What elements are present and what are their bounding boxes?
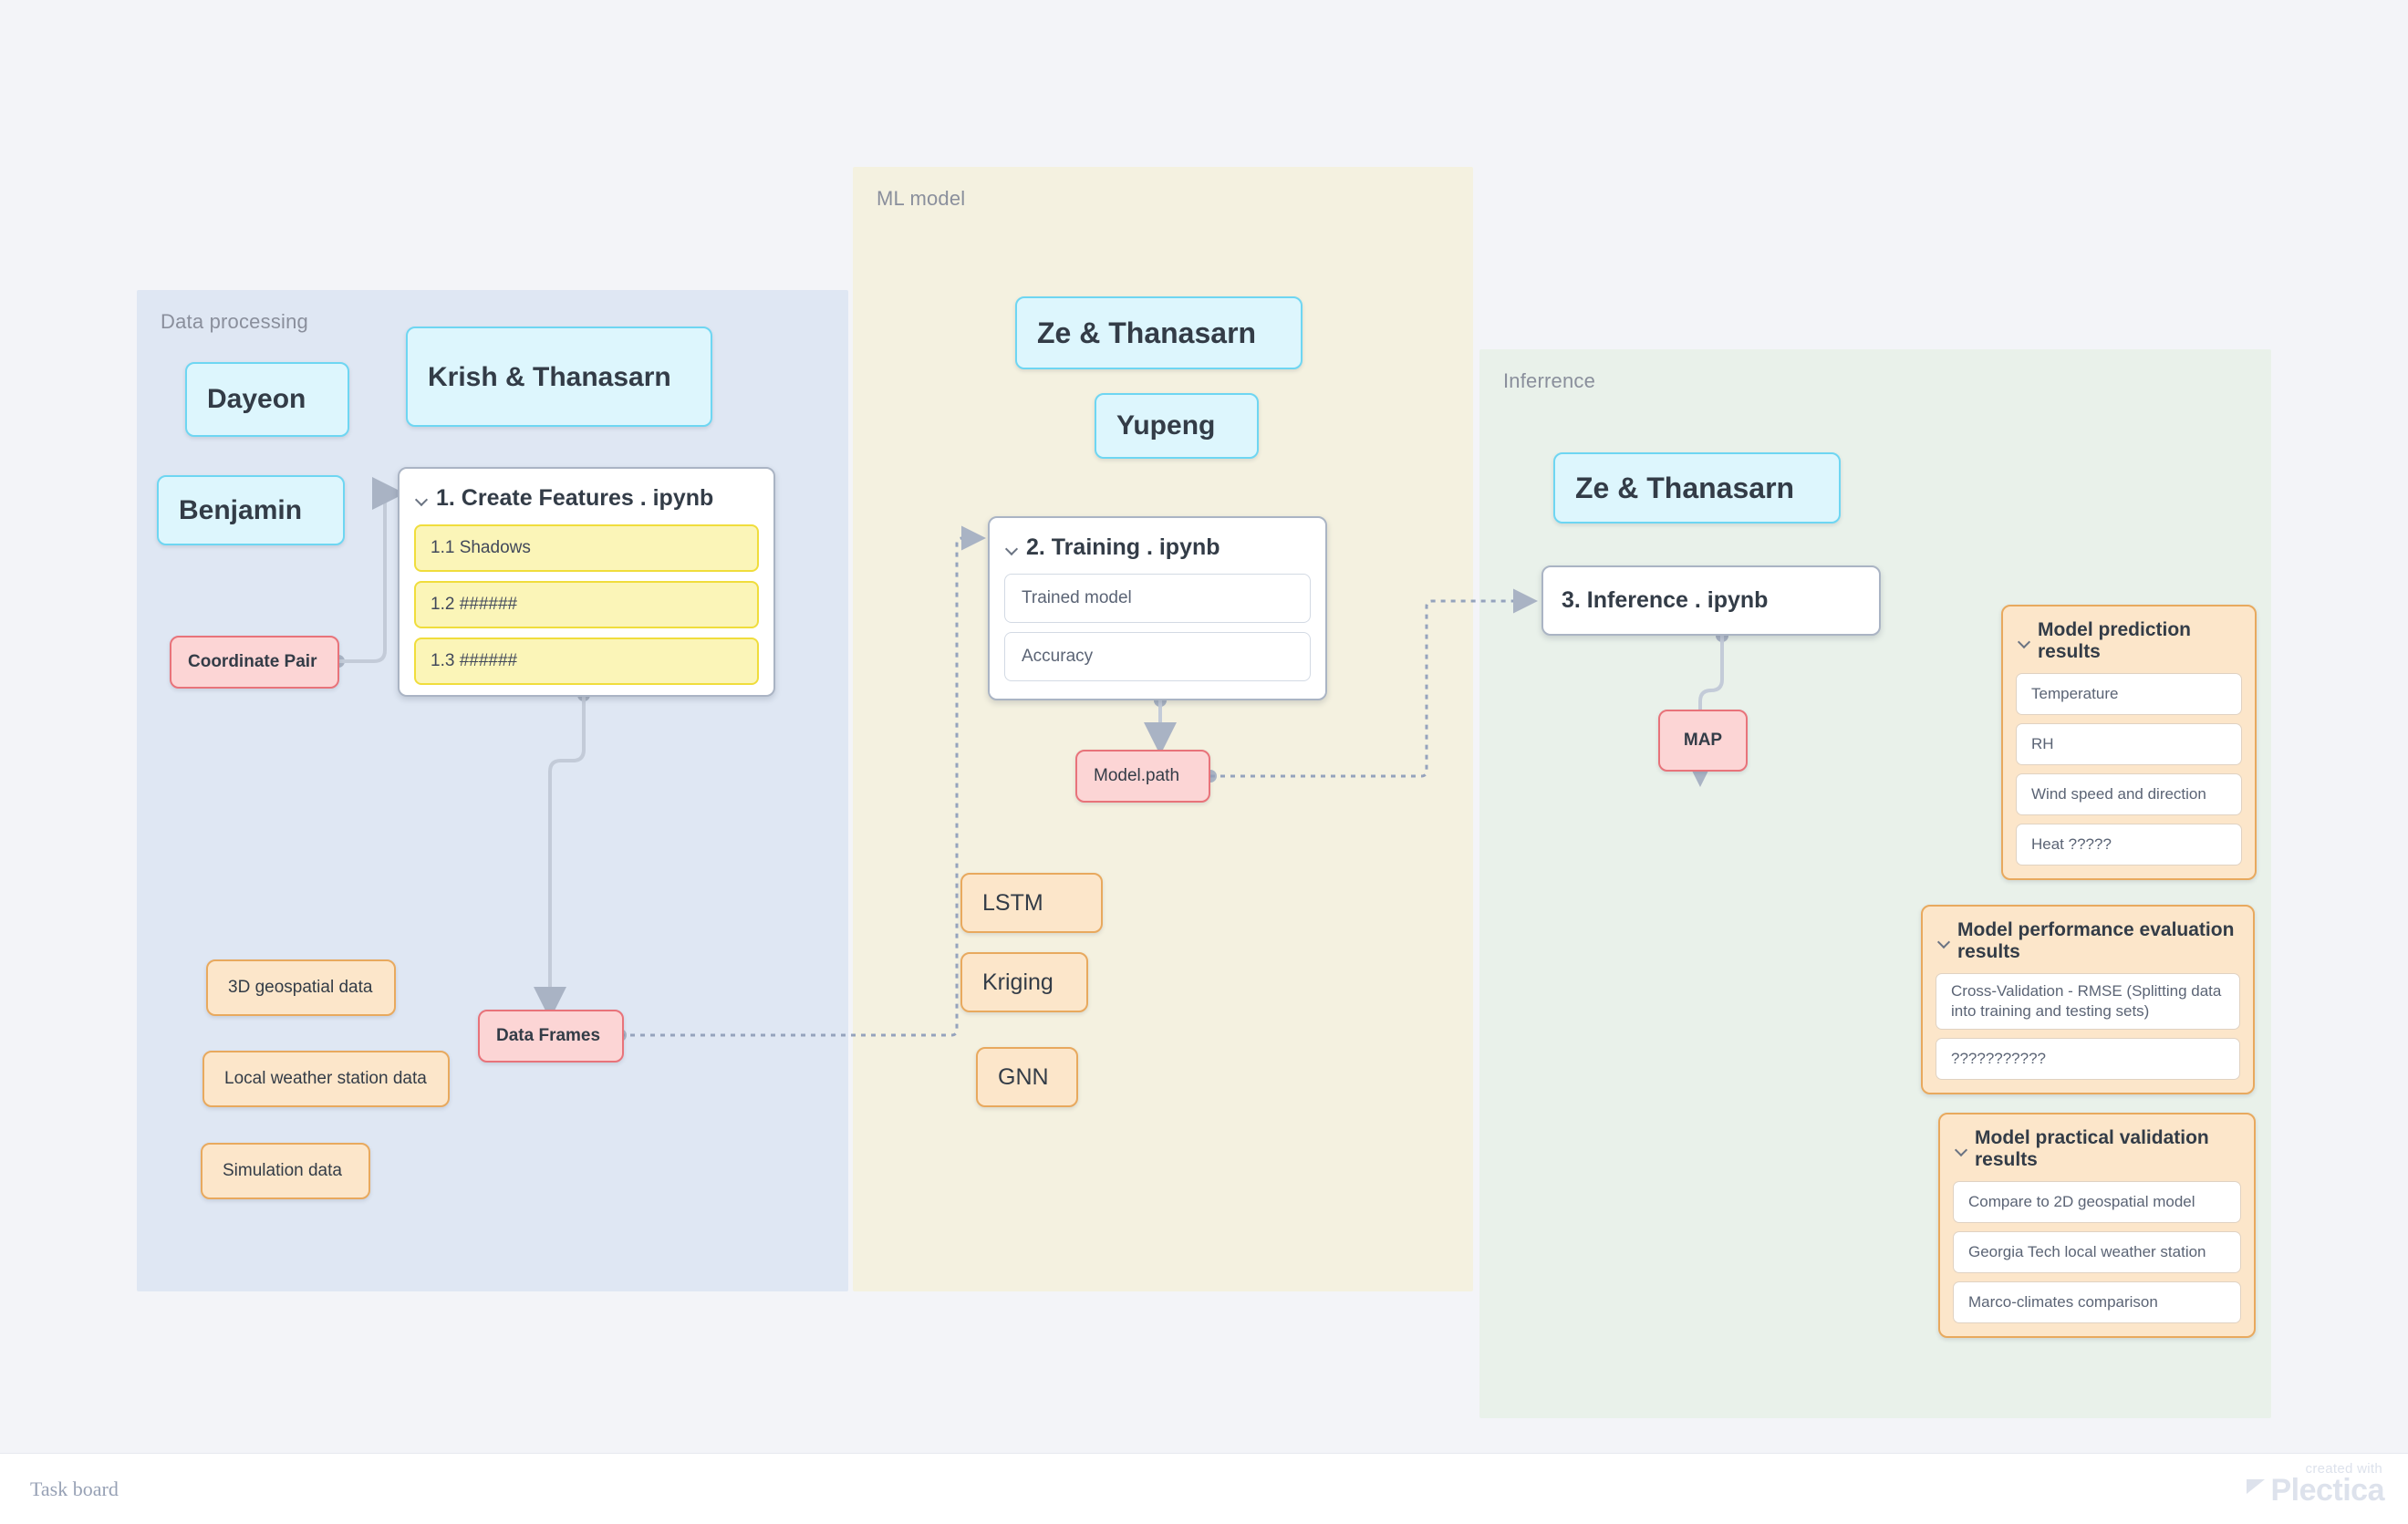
- panel-item[interactable]: Wind speed and direction: [2016, 773, 2242, 815]
- panel-title: Model performance evaluation results: [1957, 919, 2235, 962]
- notebook-item[interactable]: Accuracy: [1004, 632, 1311, 681]
- notebook-header[interactable]: 2. Training . ipynb: [1004, 531, 1311, 565]
- panel-item-list: Temperature RH Wind speed and direction …: [2016, 673, 2242, 866]
- chevron-down-icon[interactable]: [1956, 1144, 1968, 1156]
- panel-item-label: Cross-Validation - RMSE (Splitting data …: [1951, 981, 2222, 1020]
- notebook-item[interactable]: 1.2 ######: [414, 581, 759, 628]
- notebook-item-label: 1.2 ######: [431, 595, 518, 614]
- notebook-item-list: 1.1 Shadows 1.2 ###### 1.3 ######: [414, 524, 759, 685]
- panel-model-prediction-results[interactable]: Model prediction results Temperature RH …: [2001, 605, 2257, 880]
- notebook-item-label: 1.3 ######: [431, 651, 518, 670]
- method-label: Kriging: [982, 969, 1054, 995]
- notebook-item-label: Accuracy: [1022, 647, 1094, 666]
- panel-item[interactable]: Cross-Validation - RMSE (Splitting data …: [1936, 973, 2240, 1030]
- panel-item[interactable]: Heat ?????: [2016, 824, 2242, 866]
- plectica-watermark: created with Plectica: [2247, 1461, 2384, 1506]
- panel-item-label: RH: [2031, 734, 2054, 752]
- panel-item-list: Cross-Validation - RMSE (Splitting data …: [1936, 973, 2240, 1080]
- person-name: Krish & Thanasarn: [428, 361, 671, 392]
- group-label-ml-model: ML model: [877, 187, 966, 210]
- data-source-local-weather-station[interactable]: Local weather station data: [202, 1051, 450, 1107]
- notebook-create-features[interactable]: 1. Create Features . ipynb 1.1 Shadows 1…: [398, 467, 775, 697]
- board-title[interactable]: Task board: [30, 1477, 119, 1500]
- method-label: LSTM: [982, 889, 1043, 916]
- method-card-gnn[interactable]: GNN: [976, 1047, 1078, 1107]
- person-name: Ze & Thanasarn: [1037, 316, 1257, 349]
- notebook-training[interactable]: 2. Training . ipynb Trained model Accura…: [988, 516, 1327, 700]
- panel-item-list: Compare to 2D geospatial model Georgia T…: [1953, 1181, 2241, 1323]
- data-source-simulation[interactable]: Simulation data: [201, 1143, 370, 1199]
- person-card-benjamin[interactable]: Benjamin: [157, 475, 345, 545]
- notebook-item-label: Trained model: [1022, 588, 1132, 607]
- notebook-inference[interactable]: 3. Inference . ipynb: [1541, 565, 1881, 636]
- notebook-item[interactable]: 1.3 ######: [414, 638, 759, 685]
- panel-item[interactable]: Compare to 2D geospatial model: [1953, 1181, 2241, 1223]
- chevron-down-icon[interactable]: [1938, 936, 1951, 949]
- plectica-logo-icon: [2247, 1479, 2266, 1494]
- group-data-processing[interactable]: Data processing: [137, 290, 848, 1291]
- artifact-label: Data Frames: [496, 1026, 601, 1045]
- watermark-prefix: created with: [2305, 1461, 2382, 1477]
- panel-item-label: Compare to 2D geospatial model: [1968, 1192, 2195, 1210]
- artifact-data-frames[interactable]: Data Frames: [478, 1010, 624, 1063]
- person-name: Dayeon: [207, 384, 306, 414]
- data-source-label: Simulation data: [223, 1161, 342, 1180]
- notebook-item[interactable]: Trained model: [1004, 574, 1311, 623]
- chevron-down-icon[interactable]: [2019, 636, 2031, 648]
- panel-item[interactable]: Marco-climates comparison: [1953, 1281, 2241, 1323]
- panel-item-label: Temperature: [2031, 684, 2119, 702]
- group-label-inference: Inferrence: [1503, 369, 1596, 392]
- notebook-title: 2. Training . ipynb: [1026, 534, 1220, 560]
- method-card-kriging[interactable]: Kriging: [960, 952, 1088, 1012]
- artifact-map[interactable]: MAP: [1658, 710, 1748, 772]
- notebook-item[interactable]: 1.1 Shadows: [414, 524, 759, 572]
- person-card-ze-thanasarn-inference[interactable]: Ze & Thanasarn: [1553, 452, 1841, 524]
- chevron-down-icon[interactable]: [1006, 543, 1019, 555]
- person-name: Yupeng: [1116, 410, 1216, 441]
- notebook-item-label: 1.1 Shadows: [431, 538, 531, 557]
- panel-title: Model practical validation results: [1975, 1127, 2209, 1170]
- data-source-label: Local weather station data: [224, 1069, 427, 1088]
- panel-header[interactable]: Model prediction results: [2016, 617, 2242, 665]
- group-label-data-processing: Data processing: [161, 310, 308, 333]
- panel-model-performance-evaluation-results[interactable]: Model performance evaluation results Cro…: [1921, 905, 2255, 1094]
- artifact-label: Model.path: [1094, 766, 1180, 785]
- panel-header[interactable]: Model performance evaluation results: [1936, 918, 2240, 965]
- method-label: GNN: [998, 1063, 1049, 1090]
- person-card-dayeon[interactable]: Dayeon: [185, 362, 349, 437]
- method-card-lstm[interactable]: LSTM: [960, 873, 1103, 933]
- panel-item[interactable]: RH: [2016, 723, 2242, 765]
- bottom-bar: Task board created with Plectica: [0, 1453, 2408, 1524]
- person-card-ze-thanasarn-ml[interactable]: Ze & Thanasarn: [1015, 296, 1303, 369]
- panel-item[interactable]: Temperature: [2016, 673, 2242, 715]
- panel-title: Model prediction results: [2038, 619, 2191, 662]
- person-name: Ze & Thanasarn: [1575, 471, 1795, 504]
- watermark-brand: Plectica: [2270, 1473, 2384, 1508]
- artifact-label: Coordinate Pair: [188, 652, 317, 671]
- panel-item-label: Heat ?????: [2031, 835, 2112, 853]
- panel-item-label: Georgia Tech local weather station: [1968, 1242, 2206, 1260]
- artifact-coordinate-pair[interactable]: Coordinate Pair: [170, 636, 339, 689]
- notebook-title: 1. Create Features . ipynb: [436, 485, 714, 511]
- chevron-down-icon[interactable]: [416, 493, 429, 506]
- panel-item[interactable]: Georgia Tech local weather station: [1953, 1231, 2241, 1273]
- notebook-header[interactable]: 1. Create Features . ipynb: [414, 482, 759, 515]
- panel-item-label: Wind speed and direction: [2031, 784, 2206, 803]
- person-card-krish-thanasarn[interactable]: Krish & Thanasarn: [406, 327, 712, 427]
- panel-model-practical-validation-results[interactable]: Model practical validation results Compa…: [1938, 1113, 2256, 1338]
- panel-item[interactable]: ???????????: [1936, 1038, 2240, 1080]
- person-name: Benjamin: [179, 494, 303, 525]
- panel-item-label: ???????????: [1951, 1049, 2047, 1067]
- panel-header[interactable]: Model practical validation results: [1953, 1125, 2241, 1173]
- panel-item-label: Marco-climates comparison: [1968, 1292, 2158, 1311]
- notebook-title: 3. Inference . ipynb: [1562, 587, 1769, 613]
- data-source-3d-geospatial[interactable]: 3D geospatial data: [206, 959, 396, 1016]
- artifact-label: MAP: [1683, 731, 1723, 750]
- person-card-yupeng[interactable]: Yupeng: [1095, 393, 1259, 459]
- notebook-item-list: Trained model Accuracy: [1004, 574, 1311, 681]
- artifact-model-path[interactable]: Model.path: [1075, 750, 1210, 803]
- data-source-label: 3D geospatial data: [228, 978, 373, 997]
